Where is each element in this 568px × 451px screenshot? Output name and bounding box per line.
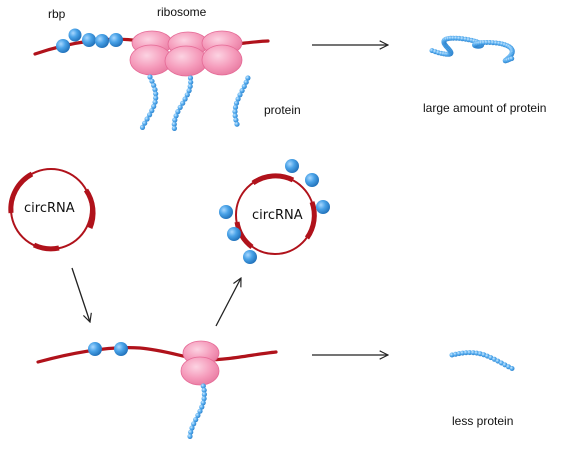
rbp-sphere [305, 173, 319, 187]
protein-bead [232, 104, 239, 110]
protein-bead [241, 83, 247, 89]
protein-bead [509, 56, 515, 62]
protein-bead [233, 117, 239, 123]
protein-bead [149, 78, 155, 84]
protein-bead [245, 75, 251, 81]
protein-bead [232, 113, 238, 119]
protein-bead [173, 113, 179, 119]
protein-bead [243, 79, 249, 85]
ribosome-top-3 [201, 30, 243, 76]
rbp-cluster-bottom [88, 342, 128, 356]
label-less-protein: less protein [452, 414, 514, 428]
protein-bead [237, 92, 243, 98]
protein-tangle-large [429, 35, 515, 64]
protein-bead [201, 391, 207, 397]
protein-chains-top [139, 74, 251, 131]
protein-bead [197, 408, 203, 414]
rbp-sphere [68, 28, 82, 42]
rbp-sphere [285, 159, 299, 173]
protein-bead [233, 100, 240, 106]
protein-bead [187, 83, 193, 89]
protein-bead [153, 91, 159, 97]
rbp-sphere [114, 342, 128, 356]
protein-bead [188, 79, 194, 85]
protein-chain-small [449, 350, 515, 371]
rbp-sphere [227, 227, 241, 241]
protein-bead [180, 100, 186, 106]
protein-bead [139, 124, 146, 130]
protein-bead [186, 88, 192, 94]
protein-bead [201, 396, 207, 402]
rbp-cluster-top [56, 28, 123, 53]
rbp-sphere [219, 205, 233, 219]
protein-bead [195, 412, 201, 418]
protein-bead [239, 88, 245, 94]
protein-bead [142, 120, 148, 126]
protein-bead [189, 425, 195, 431]
protein-bead [187, 75, 194, 81]
ribosome-bottom [180, 340, 220, 386]
protein-bead [149, 108, 155, 114]
protein-chain-bottom [187, 383, 207, 439]
rbp-sphere [109, 33, 123, 47]
protein-bead [235, 96, 241, 102]
protein-bead [232, 109, 238, 115]
protein-bead [152, 99, 158, 105]
protein-bead [182, 96, 188, 102]
protein-bead [152, 87, 158, 93]
rbp-sphere [95, 34, 109, 48]
label-circrna-sponge: circRNA [252, 208, 303, 223]
rbp-sphere [243, 250, 257, 264]
protein-bead [188, 429, 194, 435]
protein-bead [234, 121, 240, 127]
protein-bead [171, 121, 177, 127]
mrna-strand-bottom [36, 346, 278, 364]
ribosome-top-1 [129, 30, 173, 76]
protein-bead [467, 350, 473, 356]
rbp-sphere [82, 33, 96, 47]
protein-bead [187, 433, 193, 439]
protein-bead [171, 125, 177, 131]
protein-bead [175, 109, 181, 115]
rbp-sphere [88, 342, 102, 356]
protein-bead [177, 104, 183, 110]
rbp-sphere [316, 200, 330, 214]
protein-bead [144, 116, 150, 122]
label-protein: protein [264, 103, 301, 117]
protein-bead [463, 350, 469, 356]
protein-bead [153, 95, 159, 101]
protein-bead [172, 117, 178, 123]
label-large-amount-of-protein: large amount of protein [423, 101, 547, 115]
label-circrna-free: circRNA [24, 201, 75, 216]
protein-bead [147, 74, 153, 80]
label-ribosome: ribosome [157, 5, 207, 19]
protein-bead [151, 103, 157, 109]
protein-bead [184, 92, 190, 98]
arrow-strand-to-circ [215, 278, 241, 327]
protein-bead [151, 82, 157, 88]
label-rbp: rbp [48, 7, 66, 21]
top-translation-panel [33, 28, 515, 131]
protein-bead [147, 112, 153, 118]
protein-bead [199, 404, 205, 410]
circrna-free [8, 168, 96, 252]
ribosome-top-2 [164, 31, 209, 77]
circrna-sponge [219, 159, 330, 264]
arrow-circ-to-strand [71, 267, 90, 322]
protein-bead [200, 383, 206, 389]
protein-bead [509, 366, 515, 371]
protein-bead [201, 387, 207, 393]
protein-bead [200, 400, 206, 406]
rbp-sphere [56, 39, 70, 53]
protein-bead [191, 421, 197, 427]
protein-bead [193, 417, 199, 423]
